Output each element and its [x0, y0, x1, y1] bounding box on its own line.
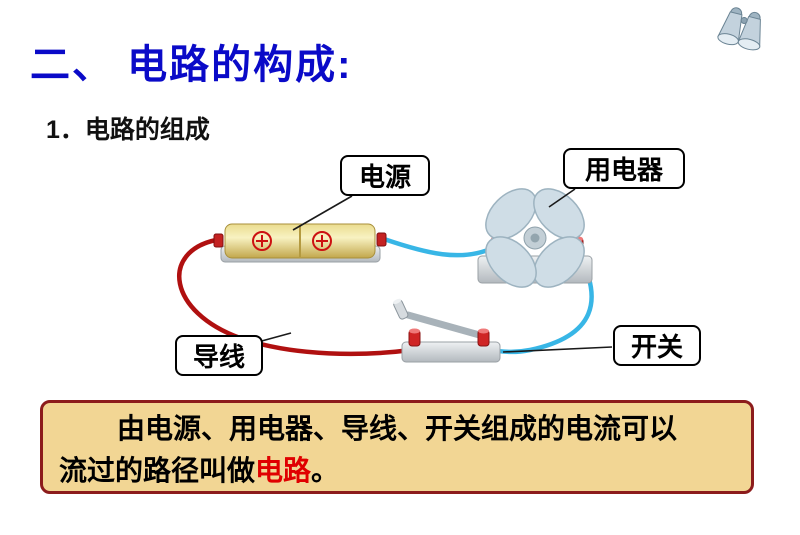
callout-leader-lines [257, 188, 613, 353]
fan [477, 188, 593, 288]
page-title: 二、 电路的构成: [30, 43, 353, 87]
callout-wire: 导线 [175, 335, 263, 376]
callout-switch: 开关 [613, 325, 701, 366]
battery [213, 223, 387, 263]
binoculars-icon [717, 7, 761, 51]
section-subtitle: 1．电路的组成 [46, 116, 210, 144]
switch [392, 298, 501, 363]
definition-line2-prefix: 流过的路径叫做 [59, 455, 256, 486]
blue-wire-battery-to-fan [381, 236, 498, 258]
definition-line1: 由电源、用电器、导线、开关组成的电流可以 [117, 413, 678, 444]
callout-power-source: 电源 [340, 155, 430, 196]
definition-line2-suffix: 。 [311, 455, 340, 486]
definition-line2: 流过的路径叫做电路。 [59, 450, 735, 492]
definition-box: 由电源、用电器、导线、开关组成的电流可以 流过的路径叫做电路。 [40, 400, 754, 494]
callout-appliance: 用电器 [563, 148, 685, 189]
definition-highlight: 电路 [255, 455, 312, 486]
